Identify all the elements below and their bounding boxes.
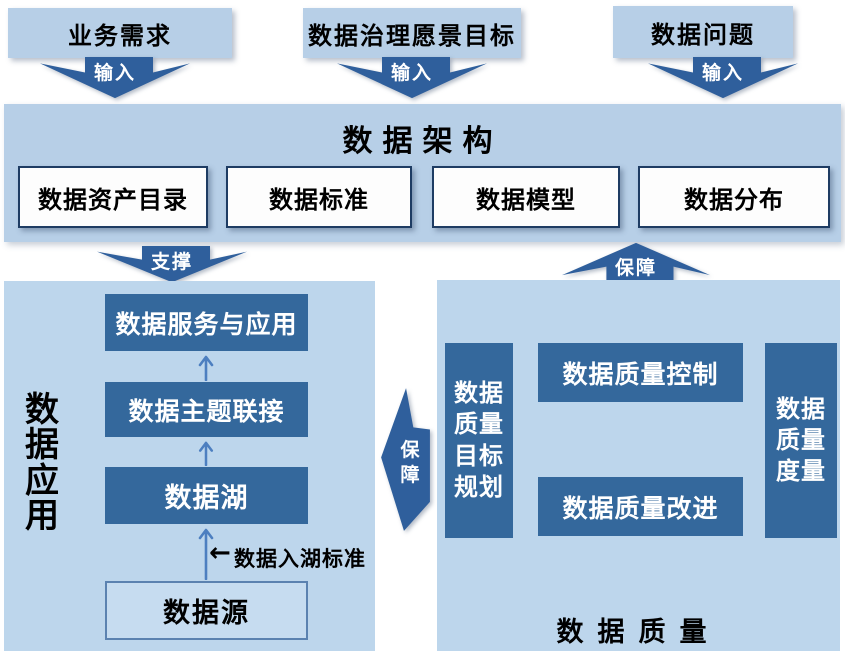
up-connector-arrow-source-to-lake bbox=[196, 526, 216, 580]
architecture-band: 数据架构 数据资产目录 数据标准 数据模型 数据分布 bbox=[4, 104, 841, 242]
assure-arrow-left-label: 保障 bbox=[400, 439, 420, 486]
thin-up-arrow-icon bbox=[198, 528, 214, 580]
input-box-business-needs-label: 业务需求 bbox=[68, 21, 172, 50]
input-box-governance-vision: 数据治理愿景目标 bbox=[303, 8, 521, 58]
support-arrow-label: 支撑 bbox=[150, 251, 193, 273]
input-box-governance-vision-label: 数据治理愿景目标 bbox=[308, 21, 516, 50]
input-box-data-issues-label: 数据问题 bbox=[651, 20, 755, 49]
quality-improve-label: 数据质量改进 bbox=[562, 493, 719, 523]
assure-arrow-left: 保障 bbox=[378, 386, 432, 536]
quality-goal-planning-box: 数据质量目标规划 bbox=[445, 343, 513, 538]
input-arrow-3-label: 输入 bbox=[701, 62, 744, 84]
input-arrow-2: 输入 bbox=[337, 57, 487, 99]
input-arrow-1: 输入 bbox=[40, 57, 190, 99]
up-arrow-icon bbox=[562, 242, 710, 281]
arch-item-asset-catalog: 数据资产目录 bbox=[18, 166, 208, 228]
quality-improve-box: 数据质量改进 bbox=[538, 477, 743, 536]
application-panel: 数据应用 数据服务与应用 数据主题联接 数据湖 ← 数据入湖标准 bbox=[4, 281, 375, 651]
up-connector-arrow-1 bbox=[196, 353, 216, 381]
architecture-title: 数据架构 bbox=[342, 124, 503, 159]
input-arrow-1-label: 输入 bbox=[93, 62, 136, 84]
thin-up-arrow-icon bbox=[198, 355, 214, 381]
assure-arrow-up-label: 保障 bbox=[614, 257, 657, 279]
quality-control-box: 数据质量控制 bbox=[538, 343, 743, 402]
input-arrow-3: 输入 bbox=[648, 57, 798, 99]
arch-item-model: 数据模型 bbox=[432, 166, 620, 228]
quality-goal-planning-label: 数据质量目标规划 bbox=[454, 379, 504, 501]
down-arrow-icon bbox=[337, 57, 487, 99]
lake-standard-left-arrow-icon: ← bbox=[209, 538, 231, 568]
arch-item-standards-label: 数据标准 bbox=[269, 185, 369, 214]
arch-item-model-label: 数据模型 bbox=[476, 185, 576, 214]
layer-box-services-apps-label: 数据服务与应用 bbox=[115, 309, 298, 339]
arch-item-standards: 数据标准 bbox=[226, 166, 412, 228]
lake-standard-label: 数据入湖标准 bbox=[234, 547, 366, 571]
quality-panel-title: 数据质量 bbox=[556, 617, 721, 648]
support-arrow: 支撑 bbox=[97, 246, 247, 283]
input-box-business-needs: 业务需求 bbox=[8, 8, 232, 58]
left-arrow-icon bbox=[381, 388, 430, 531]
down-arrow-icon bbox=[40, 57, 190, 99]
layer-box-data-lake-label: 数据湖 bbox=[164, 483, 249, 514]
down-arrow-icon bbox=[97, 246, 247, 283]
thin-up-arrow-icon bbox=[198, 441, 214, 466]
data-source-box: 数据源 bbox=[105, 581, 308, 640]
layer-box-topic-connection: 数据主题联接 bbox=[105, 382, 308, 437]
quality-panel: 数据质量目标规划 数据质量控制 数据质量改进 数据质量度量 数据质量 bbox=[437, 280, 840, 651]
quality-measure-label: 数据质量度量 bbox=[776, 394, 826, 486]
arch-item-distribution-label: 数据分布 bbox=[684, 185, 784, 214]
quality-measure-box: 数据质量度量 bbox=[765, 343, 837, 538]
arch-item-distribution: 数据分布 bbox=[638, 166, 830, 228]
input-arrow-2-label: 输入 bbox=[390, 62, 433, 84]
application-panel-title: 数据应用 bbox=[25, 390, 59, 537]
layer-box-topic-connection-label: 数据主题联接 bbox=[128, 396, 285, 426]
assure-arrow-up: 保障 bbox=[562, 242, 710, 281]
layer-box-services-apps: 数据服务与应用 bbox=[105, 294, 308, 351]
quality-control-label: 数据质量控制 bbox=[562, 359, 719, 389]
layer-box-data-lake: 数据湖 bbox=[105, 467, 308, 524]
arch-item-asset-catalog-label: 数据资产目录 bbox=[38, 185, 188, 214]
up-connector-arrow-2 bbox=[196, 439, 216, 466]
down-arrow-icon bbox=[648, 57, 798, 99]
input-box-data-issues: 数据问题 bbox=[613, 6, 793, 58]
data-source-box-label: 数据源 bbox=[163, 598, 250, 629]
